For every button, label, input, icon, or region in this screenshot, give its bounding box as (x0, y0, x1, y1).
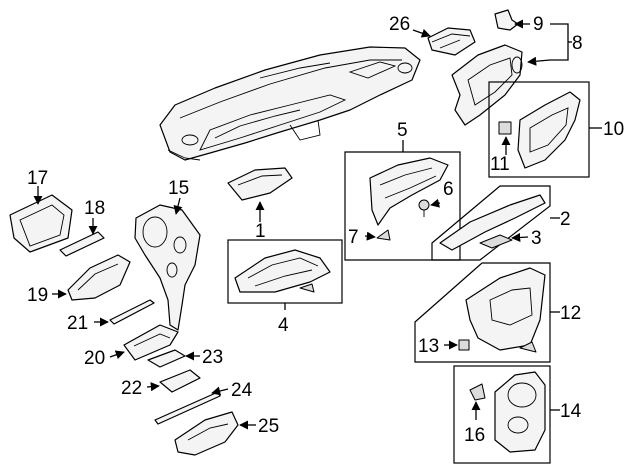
callout-25: 25 (258, 416, 279, 437)
callout-15: 15 (168, 178, 189, 199)
callout-5: 5 (397, 120, 408, 141)
callout-20: 20 (84, 348, 105, 369)
callout-16: 16 (464, 425, 485, 446)
callout-14: 14 (560, 401, 582, 422)
part-12-clip (519, 341, 537, 353)
group-box-2 (431, 185, 551, 261)
part-17-display-housing (9, 194, 73, 253)
part-13-clip (458, 339, 470, 351)
part-12-console-side (465, 267, 546, 351)
group-box-10 (488, 81, 590, 178)
part-1-duct (227, 167, 293, 201)
callout-12: 12 (560, 303, 581, 324)
callout-21: 21 (67, 313, 88, 334)
callout-2: 2 (560, 209, 571, 230)
part-3-insert (479, 234, 513, 249)
callout-13: 13 (418, 336, 439, 357)
callout-24: 24 (231, 380, 253, 401)
part-4-lower-panel (234, 249, 331, 293)
part-18-trim-strip (59, 231, 105, 257)
callout-3: 3 (531, 228, 542, 249)
part-22-insert (159, 369, 201, 393)
part-7-clip (376, 229, 391, 241)
part-24-trim-strip (154, 391, 221, 425)
callout-8: 8 (572, 33, 583, 54)
part-11-latch (498, 121, 512, 135)
part-8-glove-box (451, 44, 523, 126)
callout-18: 18 (84, 198, 105, 219)
part-14-console-panel (494, 371, 546, 453)
callout-4: 4 (278, 315, 289, 336)
callout-10: 10 (603, 119, 624, 140)
part-26-airbag-module (427, 27, 476, 56)
callout-6: 6 (443, 179, 454, 200)
part-4-clip (299, 283, 315, 293)
instrument-panel (159, 46, 421, 161)
part-23-insert (147, 349, 186, 368)
callout-23: 23 (202, 347, 223, 368)
part-5-bracket-assembly (369, 157, 449, 226)
part-2-trim-panel (439, 194, 546, 251)
callout-19: 19 (27, 285, 48, 306)
part-25-lower-panel (174, 411, 239, 456)
callout-11: 11 (490, 154, 510, 175)
part-19-bezel (67, 254, 131, 301)
callout-1: 1 (255, 221, 266, 242)
callout-9: 9 (533, 14, 544, 35)
callout-26: 26 (389, 14, 410, 35)
callout-17: 17 (27, 168, 48, 189)
callout-7: 7 (348, 227, 359, 248)
callout-22: 22 (121, 378, 142, 399)
part-21-trim (109, 299, 155, 325)
part-10-glove-box-door (517, 91, 581, 169)
group-box-14 (453, 365, 551, 464)
part-9-bracket (494, 9, 519, 31)
part-15-cluster-housing (134, 204, 201, 331)
part-16-clip (469, 383, 486, 401)
part-20-switch-panel (123, 324, 179, 361)
part-6-clip (418, 199, 430, 217)
